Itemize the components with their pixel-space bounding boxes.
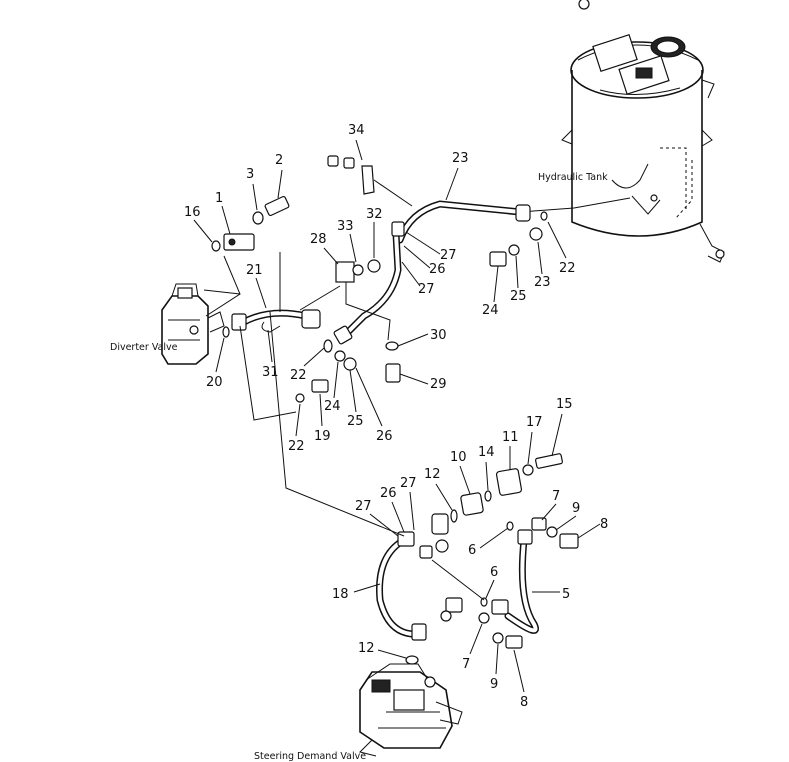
callout-6-bottom: 6 xyxy=(490,565,498,580)
hydraulic-tank-drawing xyxy=(561,0,725,263)
callout-4: 3 xyxy=(246,167,254,182)
callout-19: 19 xyxy=(314,429,331,444)
callout-23-right: 23 xyxy=(534,275,551,290)
callout-34: 34 xyxy=(348,123,365,138)
hardware xyxy=(211,155,631,665)
callout-11: 11 xyxy=(502,430,519,445)
callout-6-top: 6 xyxy=(468,543,476,558)
pipe-17 xyxy=(231,309,321,331)
callout-16: 18 xyxy=(332,587,349,602)
callout-27-a: 27 xyxy=(400,476,417,491)
steering-demand-valve-label: Steering Demand Valve xyxy=(254,751,366,762)
steering-demand-valve-drawing xyxy=(359,663,463,757)
callout-27-b: 27 xyxy=(355,499,372,514)
callout-27-top: 27 xyxy=(440,248,457,263)
hydraulic-tank-label: Hydraulic Tank xyxy=(538,172,608,183)
diverter-valve-drawing xyxy=(161,255,241,365)
callout-3: 2 xyxy=(275,153,283,168)
callout-20: 22 xyxy=(288,439,305,454)
callout-14: 15 xyxy=(556,397,573,412)
callout-23-left: 24 xyxy=(324,399,341,414)
callout-31: 31 xyxy=(262,365,279,380)
callout-18: 20 xyxy=(206,375,223,390)
callout-13: 14 xyxy=(478,445,495,460)
callout-29: 29 xyxy=(430,377,447,392)
callout-26-top: 26 xyxy=(429,262,446,277)
callout-2: 16 xyxy=(184,205,201,220)
callout-21: 23 xyxy=(452,151,469,166)
hose-5 xyxy=(491,529,539,634)
callout-12-top: 12 xyxy=(424,467,441,482)
callouts: 1 16 2 3 34 23 33 32 28 27 26 27 21 24 2… xyxy=(184,123,608,710)
callout-32: 32 xyxy=(366,207,383,222)
callout-24-right: 24 xyxy=(482,303,499,318)
callout-28: 28 xyxy=(310,232,327,247)
callout-5: 5 xyxy=(562,587,570,602)
callout-25-left: 25 xyxy=(347,414,364,429)
callout-15: 17 xyxy=(526,415,543,430)
hose-26-upper xyxy=(333,221,405,345)
callout-33: 33 xyxy=(337,219,354,234)
callout-12-bottom: 12 xyxy=(358,641,375,656)
callout-22-left: 22 xyxy=(290,368,307,383)
callout-17: 21 xyxy=(246,263,263,278)
hose-21 xyxy=(396,200,575,244)
callout-25-right: 25 xyxy=(510,289,527,304)
hose-16 xyxy=(376,531,427,641)
callout-9-bottom: 9 xyxy=(490,677,498,692)
callout-8-top: 8 xyxy=(600,517,608,532)
callout-30: 30 xyxy=(430,328,447,343)
callout-27-mid: 27 xyxy=(418,282,435,297)
callout-9-top: 9 xyxy=(572,501,580,516)
callout-10: 10 xyxy=(450,450,467,465)
callout-24-left: 26 xyxy=(376,429,393,444)
callout-1: 1 xyxy=(215,191,223,206)
callout-22-right: 22 xyxy=(559,261,576,276)
diverter-valve-label: Diverter Valve xyxy=(110,342,178,353)
callout-26-bottom: 26 xyxy=(380,486,397,501)
callout-7-bottom: 7 xyxy=(462,657,470,672)
callout-7-top: 7 xyxy=(552,489,560,504)
callout-8-bottom: 8 xyxy=(520,695,528,710)
